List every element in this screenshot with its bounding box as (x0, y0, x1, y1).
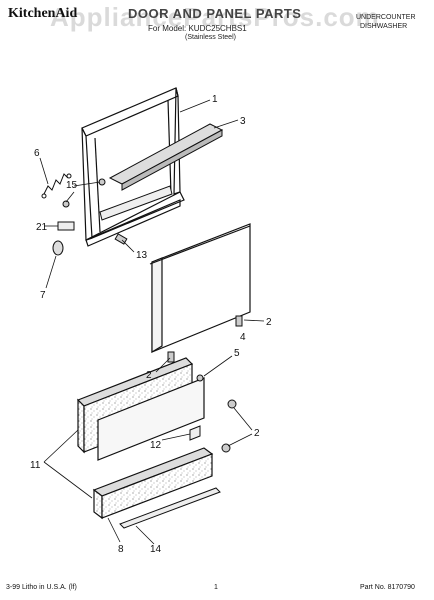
panel-screw-part (167, 315, 243, 363)
part-number-footer: Part No. 8170790 (360, 584, 415, 591)
lower-panel-part (92, 447, 214, 520)
callout-2-panel: 2 (266, 317, 272, 328)
watermark: AppliancePartsPros.com (50, 2, 380, 32)
bracket-12-part (189, 425, 201, 441)
plug-part (52, 240, 64, 256)
callout-8: 8 (118, 544, 124, 555)
page-title: DOOR AND PANEL PARTS (128, 6, 302, 21)
brand-logo: KitchenAid (8, 6, 78, 21)
callout-4: 4 (240, 332, 246, 343)
callout-15: 15 (66, 180, 78, 191)
spring-part (41, 173, 72, 199)
lower-bracket-part (99, 185, 173, 221)
page-number: 1 (214, 584, 218, 591)
callout-1: 1 (212, 94, 218, 105)
toe-panel-part (76, 357, 205, 461)
product-type-line1: UNDERCOUNTER (356, 14, 416, 21)
model-line: For Model: KUDC25CHBS1 (148, 24, 247, 33)
callout-7: 7 (40, 290, 46, 301)
callout-5: 5 (234, 348, 240, 359)
callout-13: 13 (136, 250, 148, 261)
callout-3: 3 (240, 116, 246, 127)
vent-bracket-part (108, 123, 224, 191)
finish-line: (Stainless Steel) (185, 34, 236, 41)
screw-part (62, 178, 106, 208)
litho-footer: 3-99 Litho in U.S.A. (lf) (6, 584, 77, 591)
callout-11: 11 (30, 460, 41, 471)
product-type-line2: DISHWASHER (360, 23, 408, 30)
clip-part (57, 221, 75, 231)
callout-12: 12 (150, 440, 162, 451)
callout-2-right: 2 (254, 428, 260, 439)
door-panel-part (149, 223, 251, 354)
callout-labels: 1 3 6 15 21 13 7 2 4 2 5 2 12 11 8 14 (30, 94, 272, 555)
trim-strip-part (119, 487, 221, 529)
callout-6: 6 (34, 148, 40, 159)
callout-2-left: 2 (146, 370, 152, 381)
callout-21: 21 (36, 222, 48, 233)
callout-14: 14 (150, 544, 162, 555)
leader-lines (39, 99, 265, 545)
door-frame-part (81, 87, 185, 247)
